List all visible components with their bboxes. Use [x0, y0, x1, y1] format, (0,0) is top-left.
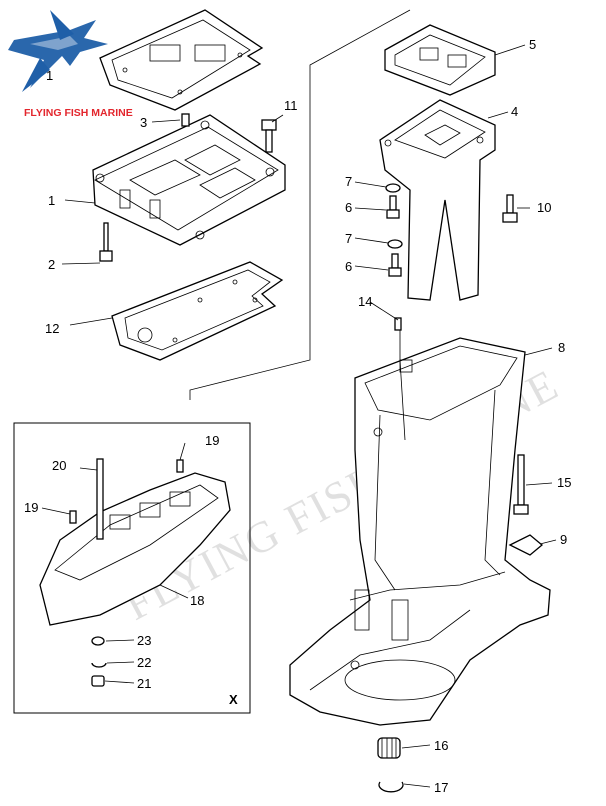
callout-16: 16	[434, 738, 448, 753]
callout-numbers: 1 2 3 4 5 6 6 7 7 8 9 10 11 12 14 15 16 …	[24, 37, 571, 795]
dowel-pin-3	[181, 113, 190, 127]
washer-7b	[387, 239, 403, 249]
bolt-6b	[388, 253, 402, 277]
callout-2: 2	[48, 257, 55, 272]
callout-20: 20	[52, 458, 66, 473]
flying-fish-icon	[8, 10, 108, 92]
logo-text: FLYING FISH MARINE	[24, 107, 133, 119]
callout-11: 11	[284, 98, 298, 113]
bolt-6a	[386, 195, 400, 219]
inset-mark: X	[229, 692, 238, 707]
washer-7a	[385, 183, 401, 193]
plug-9	[508, 534, 544, 556]
bolt-15	[513, 454, 529, 515]
pin-14	[394, 317, 402, 331]
gasket-12	[111, 261, 284, 361]
grommet-16	[377, 737, 401, 759]
callout-12: 12	[45, 321, 59, 336]
callout-18: 18	[190, 593, 204, 608]
assembly-guide-line	[189, 9, 411, 400]
callout-23: 23	[137, 633, 151, 648]
callout-6b: 6	[345, 259, 352, 274]
callout-9: 9	[560, 532, 567, 547]
callout-15: 15	[557, 475, 571, 490]
callout-21: 21	[137, 676, 151, 691]
bolt-10	[502, 194, 518, 223]
callout-19b: 19	[24, 500, 38, 515]
upper-casing-8	[289, 330, 551, 726]
callout-17: 17	[434, 780, 448, 795]
callout-22: 22	[137, 655, 151, 670]
bolt-11	[261, 119, 277, 153]
callout-4: 4	[511, 104, 518, 119]
callout-3: 3	[140, 115, 147, 130]
callout-19a: 19	[205, 433, 219, 448]
upper-plate-1	[92, 114, 286, 246]
callout-7b: 7	[345, 231, 352, 246]
callout-6a: 6	[345, 200, 352, 215]
bolt-2	[99, 222, 113, 262]
leader-lines	[41, 44, 557, 788]
inset-detail-box	[13, 422, 251, 714]
clip-17	[378, 781, 404, 793]
callout-5: 5	[529, 37, 536, 52]
gasket-5	[384, 24, 496, 96]
callout-1-logo-overlap: 1	[46, 68, 53, 83]
callout-1: 1	[48, 193, 55, 208]
callout-10: 10	[537, 200, 551, 215]
callout-8: 8	[558, 340, 565, 355]
callout-7a: 7	[345, 174, 352, 189]
callout-14: 14	[358, 294, 372, 309]
exhaust-guide-4	[379, 99, 496, 301]
top-gasket	[99, 9, 264, 111]
